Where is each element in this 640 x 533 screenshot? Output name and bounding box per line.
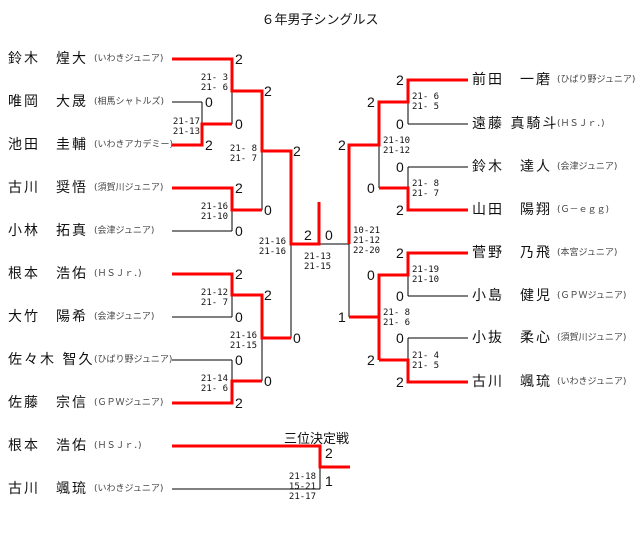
match-score: 0 <box>264 373 272 389</box>
match-score: 0 <box>396 330 404 346</box>
match-score: 0 <box>264 202 272 218</box>
match-score: 2 <box>235 180 243 196</box>
player-name: 古川 奨悟 <box>8 180 88 196</box>
match-score: 0 <box>396 159 404 175</box>
match-score: 0 <box>367 180 375 196</box>
player-name: 根本 浩佑 <box>8 438 88 454</box>
match-score: 2 <box>293 143 301 159</box>
match-score: 1 <box>325 473 333 489</box>
player-name: 池田 圭輔 <box>8 137 88 153</box>
match-score: 2 <box>396 374 404 390</box>
page-title: ６年男子シングルス <box>261 13 379 28</box>
match-score: 2 <box>235 266 243 282</box>
player-club: (須賀川ジュニア) <box>557 333 627 343</box>
match-score: 0 <box>235 223 243 239</box>
player-club: (本宮ジュニア) <box>557 248 618 258</box>
player-club: (Ｇ－ｅｇｇ) <box>557 205 610 215</box>
final-score: 0 <box>325 227 333 243</box>
final-score: 2 <box>304 227 312 243</box>
player-club: (いわきジュニア) <box>94 484 164 494</box>
player-name: 大竹 陽希 <box>8 309 88 325</box>
match-score: 2 <box>367 352 375 368</box>
match-score: 0 <box>396 116 404 132</box>
match-score: 2 <box>396 245 404 261</box>
player-name: 古川 颯琉 <box>8 481 88 497</box>
match-score: 2 <box>235 395 243 411</box>
player-club: (ひばり野ジュニア) <box>557 75 636 85</box>
match-score: 0 <box>235 352 243 368</box>
player-name: 古川 颯琉 <box>472 374 552 390</box>
player-club: (会津ジュニア) <box>94 226 155 236</box>
match-score: 1 <box>338 309 346 325</box>
player-club: (ＨＳＪｒ．) <box>94 269 142 279</box>
player-name: 佐々木 智久 <box>8 352 95 368</box>
player-club: (いわきジュニア) <box>94 54 164 64</box>
player-club: (いわきジュニア) <box>557 377 627 387</box>
match-score: 2 <box>396 202 404 218</box>
player-club: (ＧＰＷジュニア) <box>557 291 627 301</box>
player-name: 遠藤 真騎斗 <box>472 116 559 132</box>
player-name: 小林 拓真 <box>8 223 88 239</box>
player-name: 佐藤 宗信 <box>8 395 88 411</box>
player-name: 菅野 乃飛 <box>472 245 552 261</box>
player-club: (会津ジュニア) <box>94 312 155 322</box>
player-name: 鈴木 煌大 <box>8 51 88 67</box>
match-score: 2 <box>396 72 404 88</box>
player-name: 小島 健児 <box>472 288 552 304</box>
player-name: 山田 陽翔 <box>472 202 552 218</box>
match-score: 2 <box>205 137 213 153</box>
match-score: 2 <box>235 51 243 67</box>
player-club: (ひばり野ジュニア) <box>94 355 173 365</box>
match-score: 0 <box>367 267 375 283</box>
player-name: 唯岡 大晟 <box>8 94 88 110</box>
match-score: 0 <box>396 288 404 304</box>
match-score: 2 <box>338 137 346 153</box>
match-score: 0 <box>235 309 243 325</box>
player-name: 小抜 柔心 <box>472 330 552 346</box>
player-name: 根本 浩佑 <box>8 266 88 282</box>
third-place-title: 三位決定戦 <box>284 432 350 447</box>
player-club: (相馬シャトルズ) <box>94 97 165 107</box>
player-club: (ＨＳＪｒ．) <box>94 441 142 451</box>
match-score: 0 <box>205 94 213 110</box>
match-score: 2 <box>325 445 333 461</box>
match-score: 2 <box>264 287 272 303</box>
player-club: (須賀川ジュニア) <box>94 183 164 193</box>
player-name: 鈴木 達人 <box>472 159 552 175</box>
match-score: 0 <box>293 330 301 346</box>
match-score: 0 <box>235 116 243 132</box>
bracket-lines-winner <box>172 57 468 469</box>
match-score: 2 <box>367 94 375 110</box>
player-name: 前田 一磨 <box>472 72 552 88</box>
player-club: (会津ジュニア) <box>557 162 618 172</box>
match-score: 2 <box>264 83 272 99</box>
player-club: (いわきアカデミー) <box>94 140 174 150</box>
player-club: (ＨＳＪｒ．) <box>557 119 605 129</box>
player-club: (ＧＰＷジュニア) <box>94 398 164 408</box>
